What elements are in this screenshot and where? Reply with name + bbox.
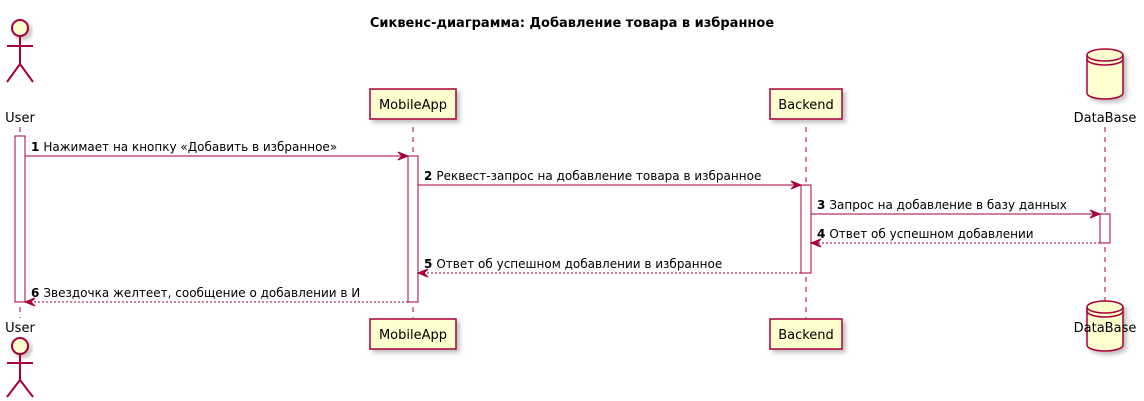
participant-label: Backend [778,328,834,343]
actor-body [6,36,34,83]
message-label: 1 Нажимает на кнопку «Добавить в избранно… [31,140,337,154]
message-text: Нажимает на кнопку «Добавить в избранное… [43,140,337,154]
database-rim [1086,58,1124,66]
activation-db [1099,213,1111,244]
message-number: 2 [424,169,432,183]
actor-user-bottom: User [5,321,35,398]
arrowhead-icon [1089,209,1102,219]
arrowhead-icon [809,238,822,248]
message-label: 6 Звездочка желтеет, сообщение о добавлен… [31,286,360,300]
arrowhead-icon [23,297,36,307]
message-label: 4 Ответ об успешном добавлении [817,227,1034,241]
message-3: 3 Запрос на добавление в базу данных [811,198,1102,219]
message-label: 2 Реквест-запрос на добавление товара в и… [424,169,761,183]
database-cylinder [1086,300,1124,352]
participant-box [369,318,457,350]
message-number: 4 [817,227,825,241]
database-db-top: DataBase [1074,48,1137,126]
arrowhead-icon [397,151,410,161]
participant-backend-bottom: Backend [769,318,843,350]
activation-backend [800,184,812,274]
message-4: 4 Ответ об успешном добавлении [809,227,1100,248]
message-text: Ответ об успешном добавлении [829,227,1033,241]
message-6: 6 Звездочка желтеет, сообщение о добавлен… [23,286,408,307]
database-cylinder [1086,48,1124,100]
participant-box [769,88,843,120]
message-label: 3 Запрос на добавление в базу данных [817,198,1067,212]
participant-label: MobileApp [379,328,447,343]
actor-head [11,19,29,37]
database-rim [1086,306,1124,314]
actor-body [6,354,34,398]
message-text: Ответ об успешном добавлении в избранное [436,257,722,271]
participant-label: Backend [778,98,834,113]
database-rim [1086,54,1124,62]
message-number: 1 [31,140,39,154]
participant-label: DataBase [1074,321,1137,336]
message-text: Реквест-запрос на добавление товара в из… [436,169,761,183]
diagram-title: Сиквенс-диаграмма: Добавление товара в и… [370,16,774,31]
participant-app-bottom: MobileApp [369,318,457,350]
participant-backend-top: Backend [769,88,843,120]
activation-user [14,135,26,303]
participant-box [369,88,457,120]
message-5: 5 Ответ об успешном добавлении в избранно… [416,257,801,278]
participant-label: DataBase [1074,111,1137,126]
participant-label: MobileApp [379,98,447,113]
participant-label: User [5,111,35,126]
message-number: 3 [817,198,825,212]
message-label: 5 Ответ об успешном добавлении в избранно… [424,257,722,271]
participant-box [769,318,843,350]
actor-head [11,337,29,355]
activation-app [407,155,419,303]
message-2: 2 Реквест-запрос на добавление товара в и… [418,169,803,190]
database-rim [1086,310,1124,318]
message-number: 5 [424,257,432,271]
message-1: 1 Нажимает на кнопку «Добавить в избранно… [25,140,410,161]
actor-user-top: User [5,19,35,126]
participant-label: User [5,321,35,336]
database-db-bottom: DataBase [1074,300,1137,352]
message-text: Звездочка желтеет, сообщение о добавлени… [43,286,360,300]
arrowhead-icon [790,180,803,190]
message-number: 6 [31,286,39,300]
arrowhead-icon [416,268,429,278]
participant-app-top: MobileApp [369,88,457,120]
message-text: Запрос на добавление в базу данных [829,198,1067,212]
